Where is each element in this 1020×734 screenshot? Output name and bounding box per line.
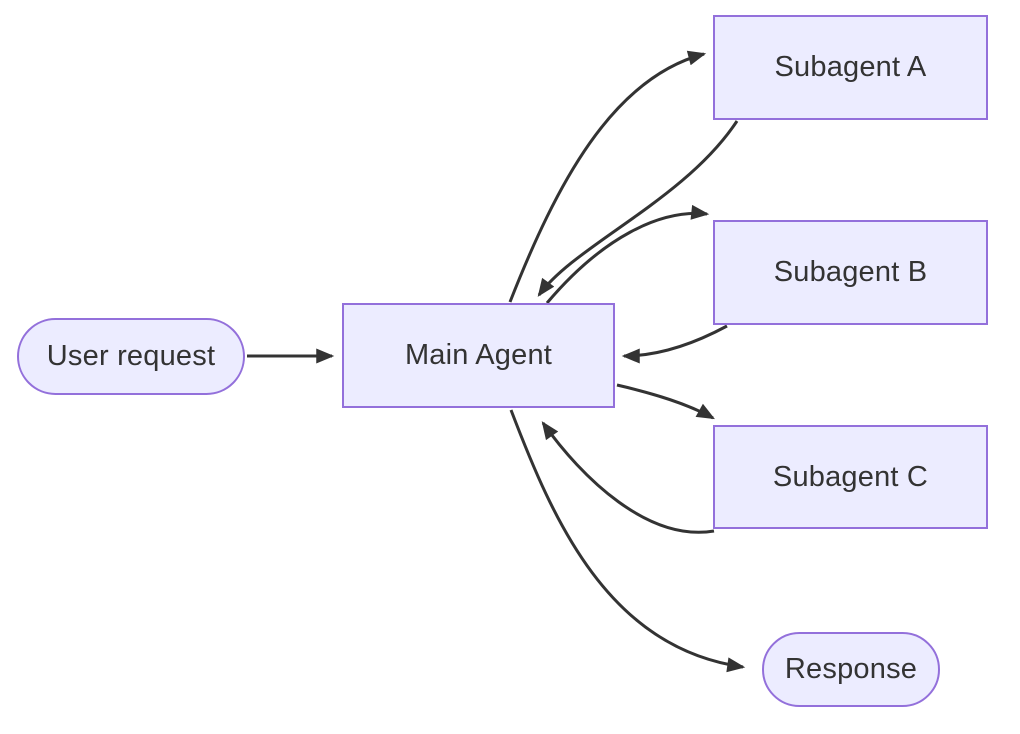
node-response-label: Response <box>784 653 918 685</box>
node-user-request-label: User request <box>46 340 216 372</box>
edge-main-agent-to-subagent-c <box>616 383 715 420</box>
node-user-request: User request <box>17 318 245 395</box>
edge-main-agent-to-subagent-b <box>545 204 710 304</box>
edge-main-agent-to-subagent-a <box>508 50 707 303</box>
edge-main-agent-to-response <box>509 409 746 673</box>
node-subagent-b: Subagent B <box>713 220 988 325</box>
node-response: Response <box>762 632 940 707</box>
node-subagent-b-label: Subagent B <box>773 256 928 288</box>
node-main-agent-label: Main Agent <box>404 339 553 371</box>
node-subagent-a: Subagent A <box>713 15 988 120</box>
edge-subagent-c-to-main-agent <box>541 421 715 534</box>
edge-subagent-a-to-main-agent <box>537 120 739 297</box>
node-subagent-a-label: Subagent A <box>774 51 927 83</box>
node-subagent-c: Subagent C <box>713 425 988 529</box>
node-main-agent: Main Agent <box>342 303 615 408</box>
edge-subagent-b-to-main-agent <box>621 324 728 364</box>
node-subagent-c-label: Subagent C <box>772 460 929 493</box>
